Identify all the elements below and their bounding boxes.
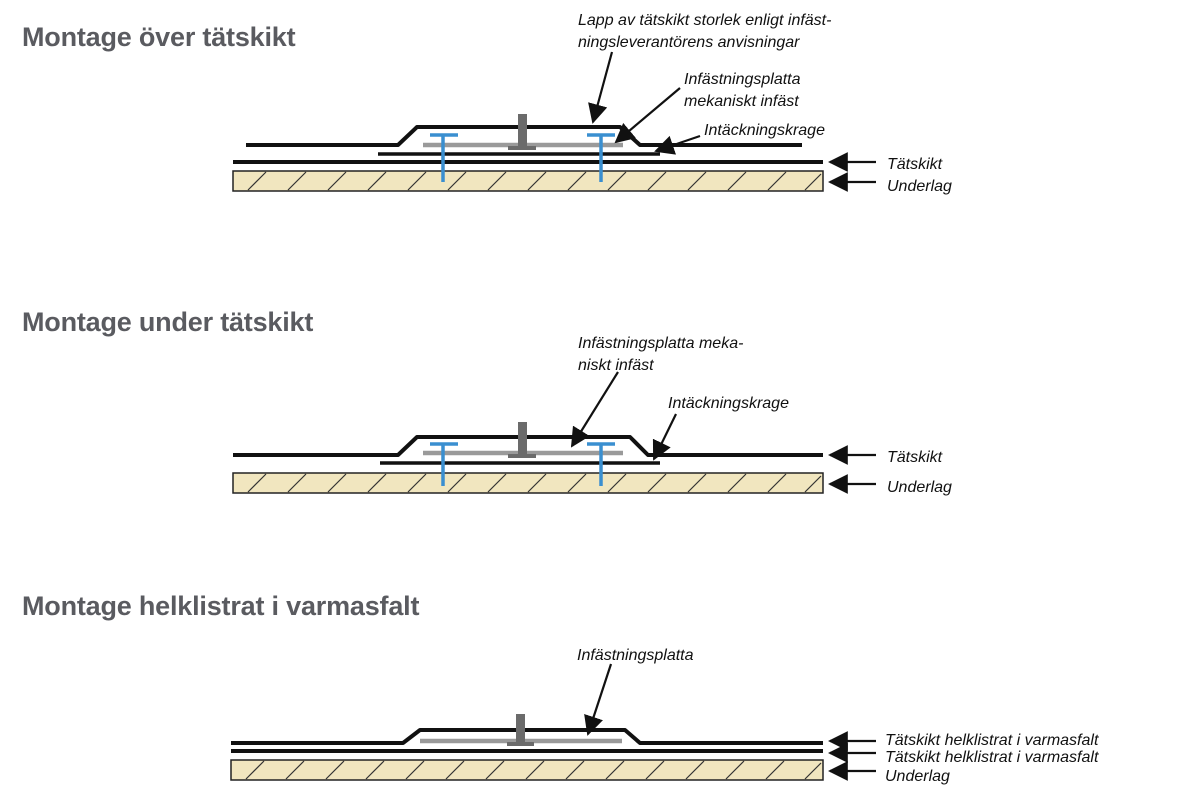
label-membrane-upper: Tätskikt helklistrat i varmasfalt <box>885 732 1099 749</box>
callout-patch-1: Lapp av tätskikt storlek enligt infäst- <box>578 12 831 29</box>
anchor-bolt <box>518 422 527 454</box>
fastener-left <box>430 133 458 182</box>
anchor-bolt <box>516 714 525 742</box>
callout-plate-1: Infästningsplatta meka- <box>578 335 743 352</box>
section-title-over: Montage över tätskikt <box>22 22 296 52</box>
callout-patch-2: ningsleverantörens anvisningar <box>578 34 800 51</box>
callout-plate: Infästningsplatta <box>577 647 694 664</box>
fastener-left <box>430 442 458 486</box>
leader-collar <box>652 413 677 461</box>
substrate-hatch <box>245 760 822 780</box>
fastener-right <box>587 133 615 182</box>
substrate <box>232 170 824 192</box>
leader-plate <box>614 87 681 144</box>
diagram-over: Lapp av tätskikt storlek enligt infäst- … <box>232 12 952 195</box>
anchor-washer <box>508 454 536 458</box>
leader-patch <box>588 51 614 124</box>
section-title-under: Montage under tätskikt <box>22 307 314 337</box>
anchor-washer <box>507 742 534 746</box>
substrate-hatch <box>247 171 822 191</box>
anchor-washer <box>508 146 536 150</box>
substrate-hatch <box>247 473 822 493</box>
label-substrate: Underlag <box>887 178 952 195</box>
diagram-hot-asphalt: Infästningsplatta Tätskikt helklistrat i… <box>230 647 1099 785</box>
substrate <box>232 472 824 494</box>
anchor-bolt <box>518 114 527 146</box>
callout-plate-2: niskt infäst <box>578 357 654 374</box>
leader-plate <box>584 663 613 736</box>
label-membrane-lower: Tätskikt helklistrat i varmasfalt <box>885 749 1099 766</box>
label-substrate: Underlag <box>885 768 950 785</box>
diagram-under: Infästningsplatta meka- niskt infäst Int… <box>232 335 952 496</box>
label-substrate: Underlag <box>887 479 952 496</box>
label-membrane: Tätskikt <box>887 156 943 173</box>
label-membrane: Tätskikt <box>887 449 943 466</box>
callout-collar: Intäckningskrage <box>668 395 789 412</box>
callout-plate-1: Infästningsplatta <box>684 71 801 88</box>
callout-plate-2: mekaniskt infäst <box>684 93 799 110</box>
fastener-right <box>587 442 615 486</box>
substrate <box>230 759 824 781</box>
leader-collar <box>654 134 701 155</box>
callout-collar: Intäckningskrage <box>704 122 825 139</box>
leader-plate <box>570 371 619 448</box>
section-title-hot-asphalt: Montage helklistrat i varmasfalt <box>22 591 420 621</box>
